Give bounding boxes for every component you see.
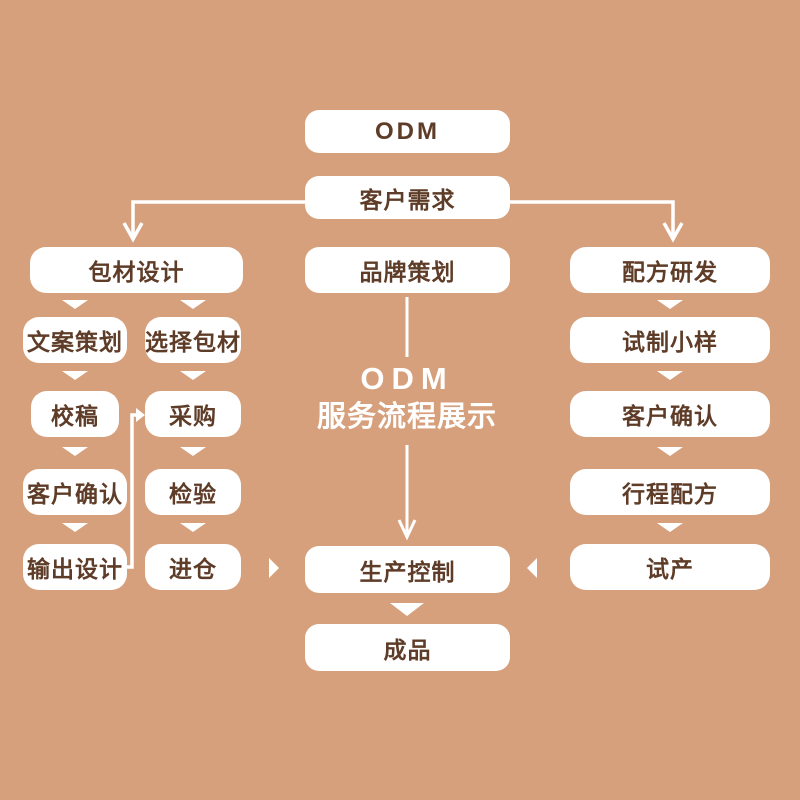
arrow-down-icon: [657, 300, 683, 309]
node-packaging-design: 包材设计: [30, 247, 243, 293]
arrow-down-icon: [62, 300, 88, 309]
node-schedule-formula: 行程配方: [570, 469, 770, 515]
node-select-packaging: 选择包材: [145, 317, 241, 363]
node-formula-rd: 配方研发: [570, 247, 770, 293]
node-trial-production: 试产: [570, 544, 770, 590]
arrow-left-icon: [527, 558, 537, 578]
node-purchasing: 采购: [145, 391, 241, 437]
arrow-down-icon: [662, 222, 684, 243]
node-proofreading: 校稿: [31, 391, 119, 437]
node-customer-confirm-left: 客户确认: [23, 469, 127, 515]
node-production-control: 生产控制: [305, 546, 510, 593]
arrow-down-icon: [180, 300, 206, 309]
arrow-down-icon: [390, 603, 424, 616]
connector-output-to-purchasing: [127, 413, 137, 569]
arrow-down-icon: [397, 519, 417, 541]
arrow-down-icon: [657, 371, 683, 380]
node-inspection: 检验: [145, 469, 241, 515]
arrow-down-icon: [122, 222, 144, 243]
node-output-design: 输出设计: [23, 544, 127, 590]
node-finished-product: 成品: [305, 624, 510, 671]
arrow-down-icon: [180, 523, 206, 532]
connector-right-elbow: [509, 200, 675, 236]
node-trial-sample: 试制小样: [570, 317, 770, 363]
arrow-down-icon: [657, 523, 683, 532]
node-copy-planning: 文案策划: [23, 317, 127, 363]
arrow-down-icon: [180, 447, 206, 456]
diagram-title-line1: ODM: [360, 361, 454, 396]
node-customer-needs: 客户需求: [305, 176, 510, 219]
diagram-title-line2: 服务流程展示: [316, 401, 497, 434]
arrow-right-icon: [269, 558, 279, 578]
diagram-title: ODM 服务流程展示: [282, 361, 532, 434]
arrow-down-icon: [62, 523, 88, 532]
node-brand-planning: 品牌策划: [305, 247, 510, 293]
arrow-down-icon: [180, 371, 206, 380]
connector-left-elbow: [131, 200, 307, 236]
node-warehousing: 进仓: [145, 544, 241, 590]
arrow-down-icon: [657, 447, 683, 456]
arrow-down-icon: [62, 447, 88, 456]
node-odm: ODM: [305, 110, 510, 153]
arrow-right-icon: [136, 408, 145, 422]
node-customer-confirm-right: 客户确认: [570, 391, 770, 437]
arrow-down-icon: [62, 371, 88, 380]
